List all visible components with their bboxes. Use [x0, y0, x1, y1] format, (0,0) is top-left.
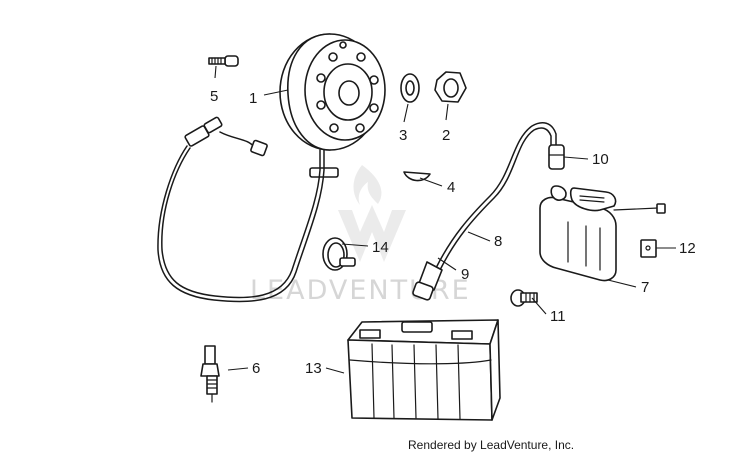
spark-plug[interactable]: [200, 345, 220, 403]
watermark-logo: [338, 165, 406, 262]
stator-wiring[interactable]: [157, 116, 325, 303]
rendered-by-credit: Rendered by LeadVenture, Inc.: [408, 438, 575, 452]
callout-2: 2: [442, 127, 450, 144]
ht-cable[interactable]: [435, 121, 557, 271]
battery[interactable]: [347, 319, 501, 421]
cable-cap[interactable]: [548, 144, 565, 170]
washer[interactable]: [400, 73, 420, 103]
callout-12: 12: [679, 240, 696, 257]
leader-lines: [214, 65, 676, 374]
nut[interactable]: [434, 71, 467, 103]
woodruff-key[interactable]: [403, 171, 431, 182]
callout-13: 13: [305, 360, 322, 377]
callout-labels: 1 2 3 4 5 6 7 8 9 10 11 12 13 14: [210, 88, 696, 377]
clip[interactable]: [640, 239, 657, 258]
screw[interactable]: [208, 55, 239, 67]
flywheel-rotor[interactable]: [279, 33, 386, 178]
hose-clamp[interactable]: [322, 237, 356, 271]
callout-9: 9: [461, 266, 469, 283]
spark-plug-cap[interactable]: [412, 261, 443, 301]
callout-7: 7: [641, 279, 649, 296]
callout-1: 1: [249, 90, 257, 107]
callout-6: 6: [252, 360, 260, 377]
callout-14: 14: [372, 239, 389, 256]
ignition-coil[interactable]: [539, 185, 666, 282]
callout-3: 3: [399, 127, 407, 144]
callout-10: 10: [592, 151, 609, 168]
callout-8: 8: [494, 233, 502, 250]
callout-4: 4: [447, 179, 455, 196]
callout-5: 5: [210, 88, 218, 105]
callout-11: 11: [550, 308, 566, 325]
bolt[interactable]: [510, 289, 538, 307]
